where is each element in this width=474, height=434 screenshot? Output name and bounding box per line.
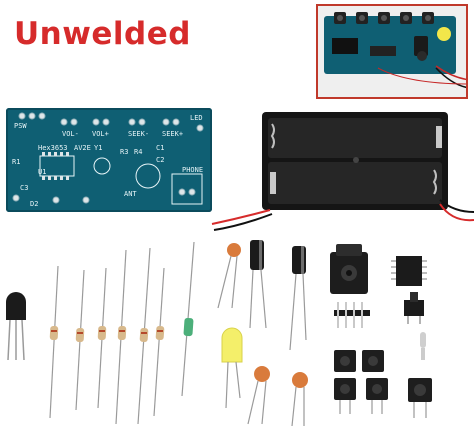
transistor: [6, 292, 26, 361]
pin-header: [334, 302, 370, 328]
bare-pcb: PSW VOL- VOL+ SEEK- SEEK+ LED Hex3653 AV…: [6, 108, 212, 212]
battery-holder-drawing: [262, 112, 448, 210]
pcb-label-av2e: AV2E: [74, 144, 91, 152]
electrolytic-capacitors: [249, 240, 307, 351]
pcb-label-y1: Y1: [94, 144, 103, 152]
battery-holder: [258, 110, 454, 214]
headline: Unwelded: [14, 16, 191, 52]
pcb-label-vol-minus: VOL-: [62, 130, 79, 138]
headphone-jack: [330, 244, 368, 294]
ic-chip: [391, 256, 427, 286]
pcb-label-r3: R3: [120, 148, 129, 156]
crystal: [420, 332, 426, 360]
pcb-label-chip: Hex3653: [38, 144, 68, 152]
pcb-label-led: LED: [190, 114, 203, 122]
pcb-label-r4: R4: [134, 148, 143, 156]
assembled-board-photo: [316, 4, 468, 99]
pcb-label-c3: C3: [20, 184, 29, 192]
pcb-label-c1: C1: [156, 144, 165, 152]
loose-components: [0, 228, 474, 434]
yellow-led: [221, 327, 243, 409]
pcb-label-seek-minus: SEEK-: [128, 130, 150, 138]
pcb-label-ant: ANT: [124, 190, 137, 198]
pcb-label-seek-plus: SEEK+: [162, 130, 184, 138]
pcb-label-u1: U1: [38, 168, 47, 176]
assembled-board-drawing: [318, 6, 466, 97]
pcb-label-r1: R1: [12, 158, 21, 166]
pcb-label-d2: D2: [30, 200, 39, 208]
ceramic-capacitors: [217, 243, 308, 427]
pcb-label-vol-plus: VOL+: [92, 130, 109, 138]
pcb-label-c2: C2: [156, 156, 165, 164]
components-drawing: [6, 240, 432, 427]
slide-switch: [404, 292, 424, 324]
pcb-label-psw: PSW: [14, 122, 27, 130]
pcb-label-phone: PHONE: [182, 166, 204, 174]
pcb-pads-traces: [12, 112, 204, 205]
